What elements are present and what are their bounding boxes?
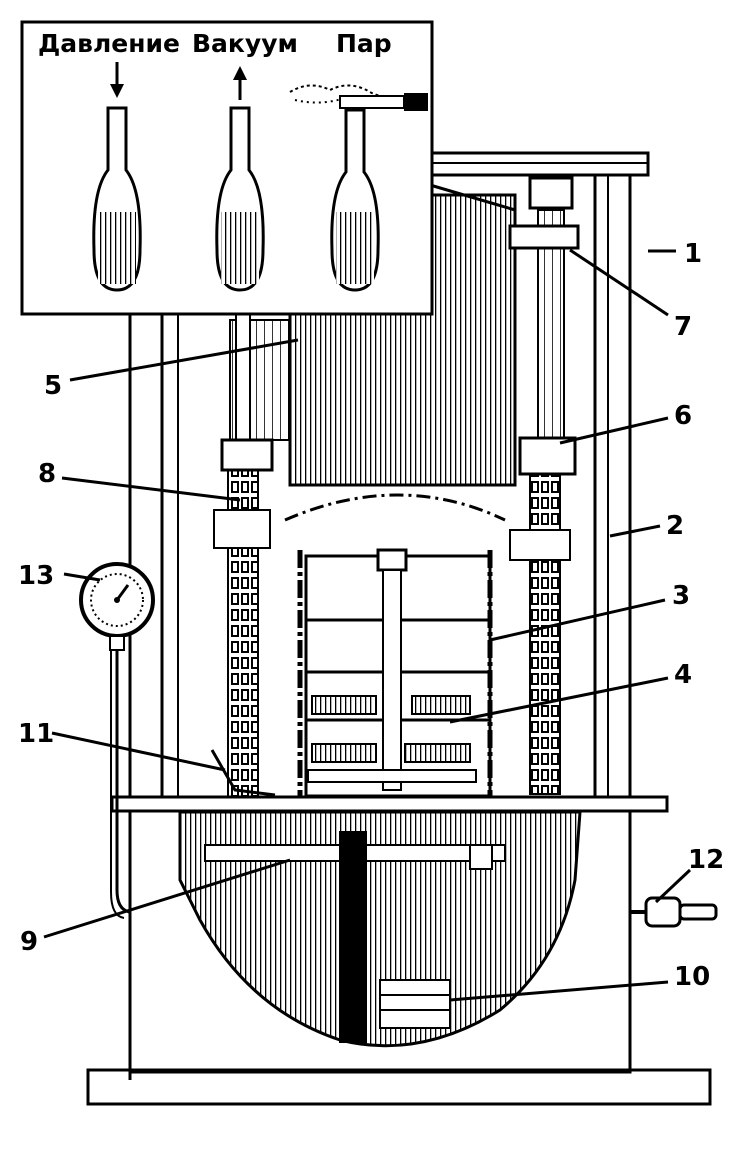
callout-12: 12	[688, 845, 724, 875]
callout-7: 7	[674, 312, 692, 342]
vial-pressure	[92, 62, 142, 292]
callout-1: 1	[684, 239, 702, 269]
vial-tray	[307, 695, 477, 783]
callout-2: 2	[666, 511, 684, 541]
callout-6: 6	[674, 401, 692, 431]
callout-9: 9	[20, 927, 38, 957]
dome	[284, 493, 506, 522]
vial-steam	[289, 84, 428, 292]
base-plate	[86, 1068, 712, 1106]
callout-8: 8	[38, 459, 56, 489]
callout-3: 3	[672, 581, 690, 611]
callout-10: 10	[674, 962, 710, 992]
right-screw-column	[508, 176, 580, 795]
inset-label-steam: Пар	[336, 29, 392, 58]
inset-box: Давление Вакуум Пар	[20, 20, 434, 316]
pressure-gauge	[79, 562, 155, 1080]
leader-lines	[43, 248, 692, 1002]
vial-vacuum	[215, 66, 265, 292]
callout-5: 5	[44, 371, 62, 401]
callout-4: 4	[674, 660, 692, 690]
inset-label-pressure: Давление	[38, 29, 180, 58]
outlet-valve	[630, 896, 718, 928]
lower-vessel	[178, 810, 582, 1048]
callout-11: 11	[18, 719, 54, 749]
top-lid	[428, 151, 650, 177]
inset-label-vacuum: Вакуум	[192, 29, 298, 58]
deck-plate	[110, 795, 669, 813]
callout-13: 13	[18, 561, 54, 591]
